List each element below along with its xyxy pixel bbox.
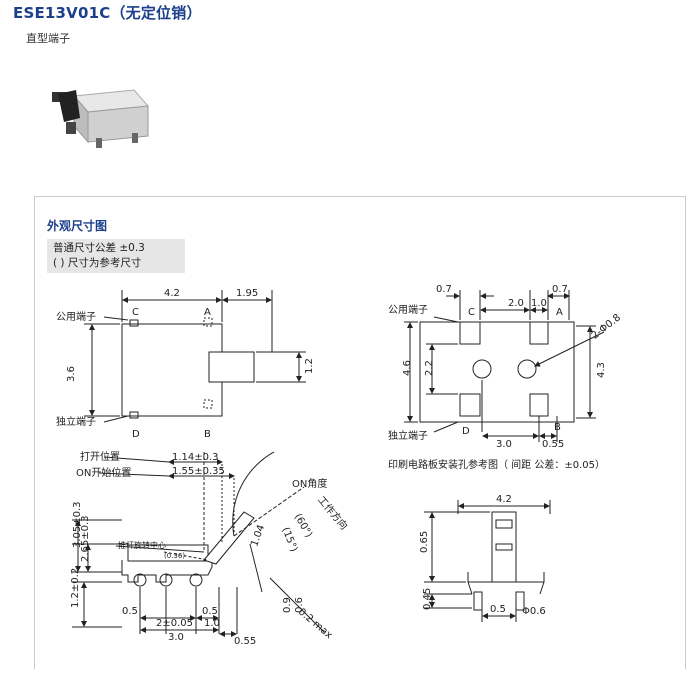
dim-1-0-side: 1.0	[204, 618, 220, 629]
pin-d: D	[132, 429, 140, 440]
dim-3-0-side: 3.0	[168, 632, 184, 643]
dim-4-6: 4.6	[402, 360, 413, 376]
dim-0-5-b: 0.5	[202, 606, 218, 617]
tolerance-notes: 普通尺寸公差 ±0.3 ( ) 尺寸为参考尺寸	[47, 239, 185, 273]
angle-60: (60°)	[292, 512, 314, 540]
dim-3-05: 3.05±0.3	[72, 501, 83, 548]
dim-0-5-a: 0.5	[122, 606, 138, 617]
dim-0-65: 0.65	[419, 531, 430, 553]
pcb-pin-d: D	[462, 426, 470, 437]
dim-0-55-side: 0.55	[234, 636, 256, 647]
dim-width: 4.2	[164, 288, 180, 299]
dim-tab: 1.2	[304, 358, 315, 374]
pin-a: A	[204, 307, 211, 318]
dim-ext: 1.95	[236, 288, 258, 299]
note-reference-dims: ( ) 尺寸为参考尺寸	[53, 257, 142, 269]
dim-on: 1.55±0.35	[172, 466, 225, 477]
dim-3-0: 3.0	[496, 439, 512, 450]
open-position: 打开位置	[80, 450, 120, 463]
dimension-panel: 外观尺寸图 普通尺寸公差 ±0.3 ( ) 尺寸为参考尺寸	[34, 196, 686, 669]
side-view	[72, 451, 325, 637]
dim-2-0: 2.0	[508, 298, 524, 309]
pcb-pin-b: B	[554, 422, 561, 433]
dim-1-0: 1.0	[531, 298, 547, 309]
dim-0-5-front: 0.5	[490, 604, 506, 615]
pin-b: B	[204, 429, 211, 440]
pcb-label-common: 公用端子	[388, 303, 428, 316]
dim-0-6: 0.6	[294, 597, 305, 613]
on-angle: ON角度	[292, 477, 327, 490]
on-start-position: ON开始位置	[76, 466, 131, 479]
pcb-pin-c: C	[468, 307, 475, 318]
label-independent: 独立端子	[56, 415, 96, 428]
dim-0-7-a: 0.7	[436, 284, 452, 295]
dim-hole: 2-Φ0.8	[590, 312, 623, 341]
dim-2-65: 2.65±0.3	[80, 515, 91, 562]
pcb-label-independent: 独立端子	[388, 429, 428, 442]
work-direction: 工作方向	[315, 493, 351, 532]
pcb-pin-a: A	[556, 307, 563, 318]
product-image	[52, 89, 150, 148]
label-common: 公用端子	[56, 310, 96, 323]
dim-2: 2±0.05	[156, 618, 193, 629]
page-subtitle: 直型端子	[26, 32, 70, 45]
dim-0-2-max: 0.2 max	[296, 607, 334, 642]
angle-15: (15°)	[279, 526, 299, 554]
dim-1-2-b: 1.2±0.2	[70, 568, 81, 608]
pcb-caption: 印刷电路板安装孔参考图（ 间距 公差：±0.05）	[388, 458, 605, 471]
dim-open: 1.14±0.3	[172, 452, 219, 463]
dim-height: 3.6	[66, 366, 77, 382]
dim-4-3: 4.3	[596, 362, 607, 378]
pin-c: C	[132, 307, 139, 318]
dim-0-9: 0.9	[282, 597, 293, 613]
dim-0-45: 0.45	[422, 588, 433, 610]
front-view	[424, 500, 551, 622]
section-title: 外观尺寸图	[47, 219, 108, 233]
note-general-tolerance: 普通尺寸公差 ±0.3	[53, 242, 145, 254]
dim-1-04: 1.04	[249, 523, 267, 548]
page-title: ESE13V01C（无定位销）	[13, 4, 202, 22]
dim-4-2-front: 4.2	[496, 494, 512, 505]
dim-0-55: 0.55	[542, 439, 564, 450]
dim-2-2: 2.2	[424, 360, 435, 376]
dim-hole-front: Φ0.6	[522, 606, 546, 617]
pivot-dim: (0.36)	[164, 552, 185, 560]
pivot-label: 推杆旋转中心	[118, 540, 166, 550]
pcb-hole-view	[404, 290, 605, 442]
dim-0-7-b: 0.7	[552, 284, 568, 295]
top-view	[84, 290, 306, 423]
technical-drawing: 4.2 1.95 3.6 1.2 C A D B 公用端子 独立端子 0.7 0…	[56, 284, 623, 647]
